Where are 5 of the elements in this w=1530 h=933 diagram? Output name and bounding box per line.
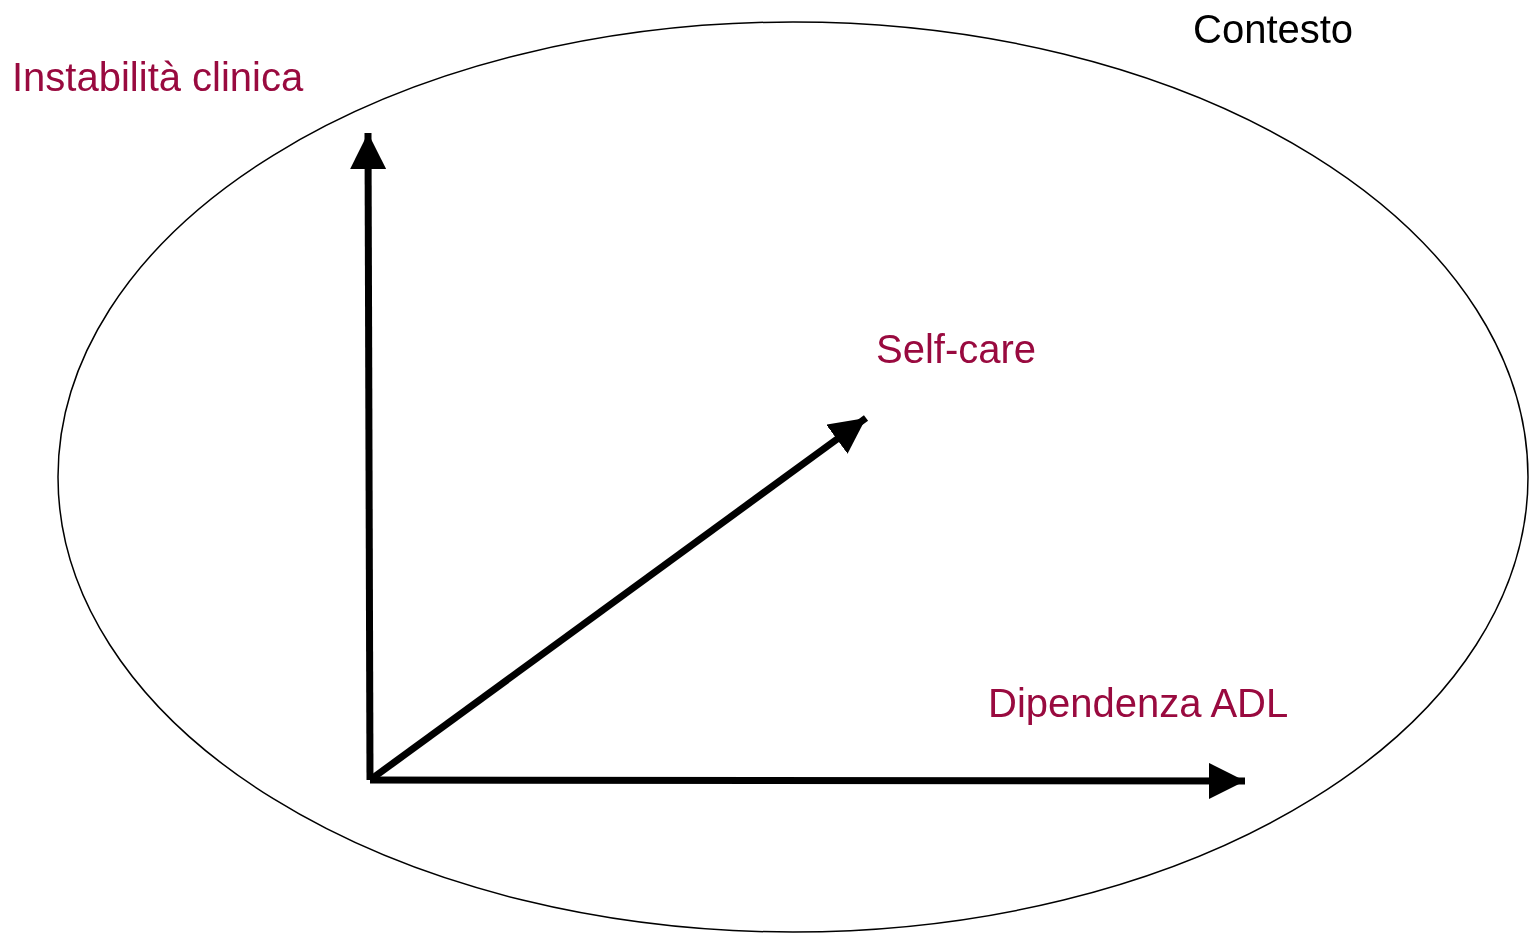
arrow (370, 762, 1245, 799)
heading-label: Contesto (1193, 6, 1354, 52)
axis-label: Instabilità clinica (12, 54, 304, 100)
axis-label: Dipendenza ADL (988, 680, 1289, 726)
axis-label: Self-care (876, 326, 1037, 372)
